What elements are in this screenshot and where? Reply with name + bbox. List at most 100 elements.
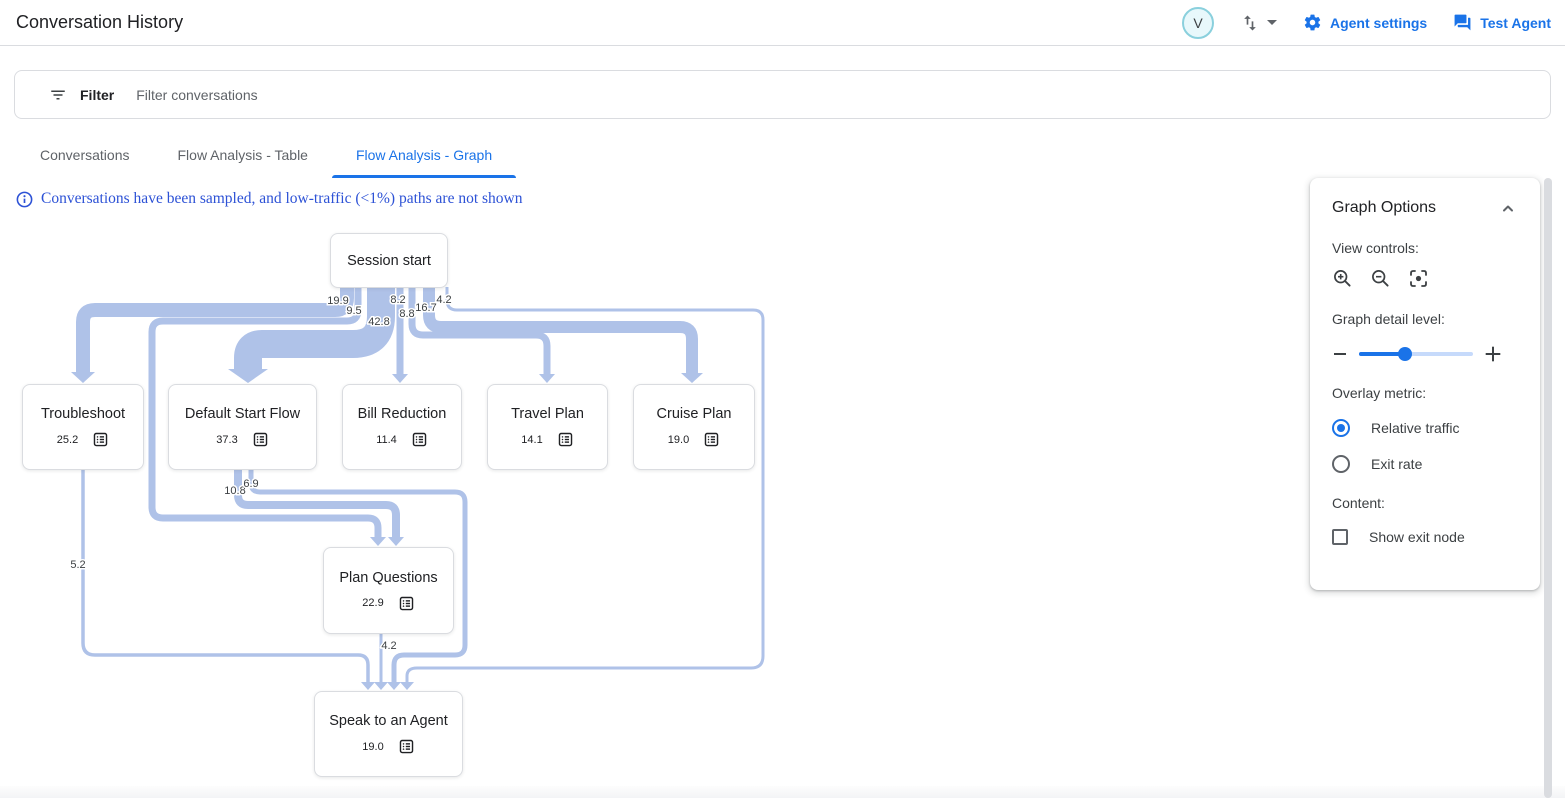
node-value: 25.2 [56,433,79,446]
radio-icon-unselected [1332,455,1350,473]
node-label: Session start [347,252,431,269]
radio-icon-selected [1332,419,1350,437]
edge-default-plan-questions [234,470,400,537]
node-session-start[interactable]: Session start [330,233,448,288]
node-value: 19.0 [362,740,384,753]
edge-value-label: 5.2 [70,559,85,571]
edge-value-label: 4.2 [436,294,451,306]
gear-icon [1303,13,1322,32]
edge-value-label: 42.8 [368,316,389,328]
graph-options-panel: Graph Options View controls: Graph detai… [1310,178,1540,590]
tab-conversations[interactable]: Conversations [40,147,130,163]
node-bill-reduction[interactable]: Bill Reduction 11.4 [342,384,462,470]
zoom-in-button[interactable] [1332,268,1353,289]
info-icon [16,191,33,208]
decrease-detail-button[interactable] [1332,346,1348,362]
edge-troubleshoot-speak-to-agent [81,470,370,682]
sort-control[interactable] [1240,13,1277,33]
increase-detail-button[interactable] [1484,345,1502,363]
node-travel-plan[interactable]: Travel Plan 14.1 [487,384,608,470]
edge-value-label: 8.8 [399,308,414,320]
tab-flow-analysis-graph[interactable]: Flow Analysis - Graph [331,132,517,178]
slider-thumb[interactable] [1397,347,1412,361]
edge-value-label: 4.2 [381,640,396,652]
node-details-icon[interactable] [557,431,574,448]
tab-flow-analysis-table[interactable]: Flow Analysis - Table [177,147,308,163]
overlay-metric-label: Overlay metric: [1332,385,1427,401]
checkbox-label: Show exit node [1369,529,1465,545]
filter-icon [49,86,67,104]
edge-session-default-start-flow [234,287,395,369]
node-label: Travel Plan [511,406,584,422]
edge-session-troubleshoot [76,287,354,372]
tab-bar: Conversations Flow Analysis - Table Flow… [16,132,517,178]
page-title: Conversation History [16,12,184,32]
node-details-icon[interactable] [398,595,415,612]
sampling-notice-text: Conversations have been sampled, and low… [41,190,523,207]
sampling-notice: Conversations have been sampled, and low… [16,190,523,208]
radio-label: Relative traffic [1371,420,1460,436]
import-export-icon [1240,13,1260,33]
node-label: Speak to an Agent [329,713,448,729]
header: Conversation History V Agent settings [0,0,1565,46]
node-label: Plan Questions [339,569,438,586]
edge-session-cruise-plan [423,287,698,373]
header-actions: V Agent settings Test Agent [1181,6,1551,39]
node-speak-to-an-agent[interactable]: Speak to an Agent 19.0 [314,691,463,777]
node-default-start-flow[interactable]: Default Start Flow 37.3 [168,384,317,470]
edge-value-label: 6.9 [243,478,258,490]
node-plan-questions[interactable]: Plan Questions 22.9 [323,547,454,634]
node-value: 19.0 [667,433,690,446]
edge-arrowheads [71,369,703,690]
chat-icon [1453,13,1472,32]
node-label: Cruise Plan [656,406,732,422]
flow-graph-edges: 19.9 9.5 42.8 8.2 8.8 16.7 4.2 5.2 10.8 … [69,287,765,690]
bottom-edge-strip [0,786,1565,798]
show-exit-node-checkbox-row[interactable]: Show exit node [1332,529,1518,545]
node-value: 37.3 [216,433,238,446]
node-value: 11.4 [376,433,397,446]
node-troubleshoot[interactable]: Troubleshoot 25.2 [22,384,144,470]
node-details-icon[interactable] [92,431,109,448]
edge-session-speak-to-agent [405,287,765,682]
test-agent-label: Test Agent [1480,14,1551,31]
edge-session-travel-plan [408,287,551,374]
edge-value-label: 10.8 [224,485,245,497]
edge-value-label: 8.2 [390,294,405,306]
edge-value-label: 9.5 [346,305,361,317]
collapse-panel-button[interactable] [1498,198,1518,218]
agent-settings-button[interactable]: Agent settings [1303,13,1427,32]
node-value: 14.1 [521,433,543,446]
edge-default-speak-to-agent [248,470,468,682]
graph-options-title: Graph Options [1332,199,1437,216]
edge-value-label: 16.7 [415,302,436,314]
avatar-letter: V [1193,14,1203,31]
test-agent-button[interactable]: Test Agent [1453,13,1551,32]
node-details-icon[interactable] [252,431,269,448]
slider-fill [1359,352,1405,356]
edge-labels: 19.9 9.5 42.8 8.2 8.8 16.7 4.2 5.2 10.8 … [69,293,453,654]
node-label: Bill Reduction [357,406,447,422]
edge-value-label: 19.9 [327,295,348,307]
filter-conversations-input[interactable] [136,86,537,103]
filter-label: Filter [80,86,115,103]
graph-detail-level-label: Graph detail level: [1332,311,1445,327]
filter-bar: Filter [14,70,1551,119]
radio-label: Exit rate [1371,456,1423,472]
detail-level-slider[interactable] [1359,347,1473,361]
radio-exit-rate[interactable]: Exit rate [1332,455,1518,473]
zoom-out-button[interactable] [1370,268,1391,289]
radio-relative-traffic[interactable]: Relative traffic [1332,419,1518,437]
node-cruise-plan[interactable]: Cruise Plan 19.0 [633,384,755,470]
node-details-icon[interactable] [398,738,415,755]
node-label: Default Start Flow [184,406,301,422]
node-label: Troubleshoot [40,406,126,422]
node-details-icon[interactable] [703,431,720,448]
agent-settings-label: Agent settings [1329,14,1428,31]
avatar[interactable]: V [1181,6,1214,39]
node-details-icon[interactable] [411,431,428,448]
view-controls-label: View controls: [1332,240,1419,256]
vertical-scrollbar[interactable] [1544,178,1552,798]
recenter-graph-button[interactable] [1408,268,1429,289]
